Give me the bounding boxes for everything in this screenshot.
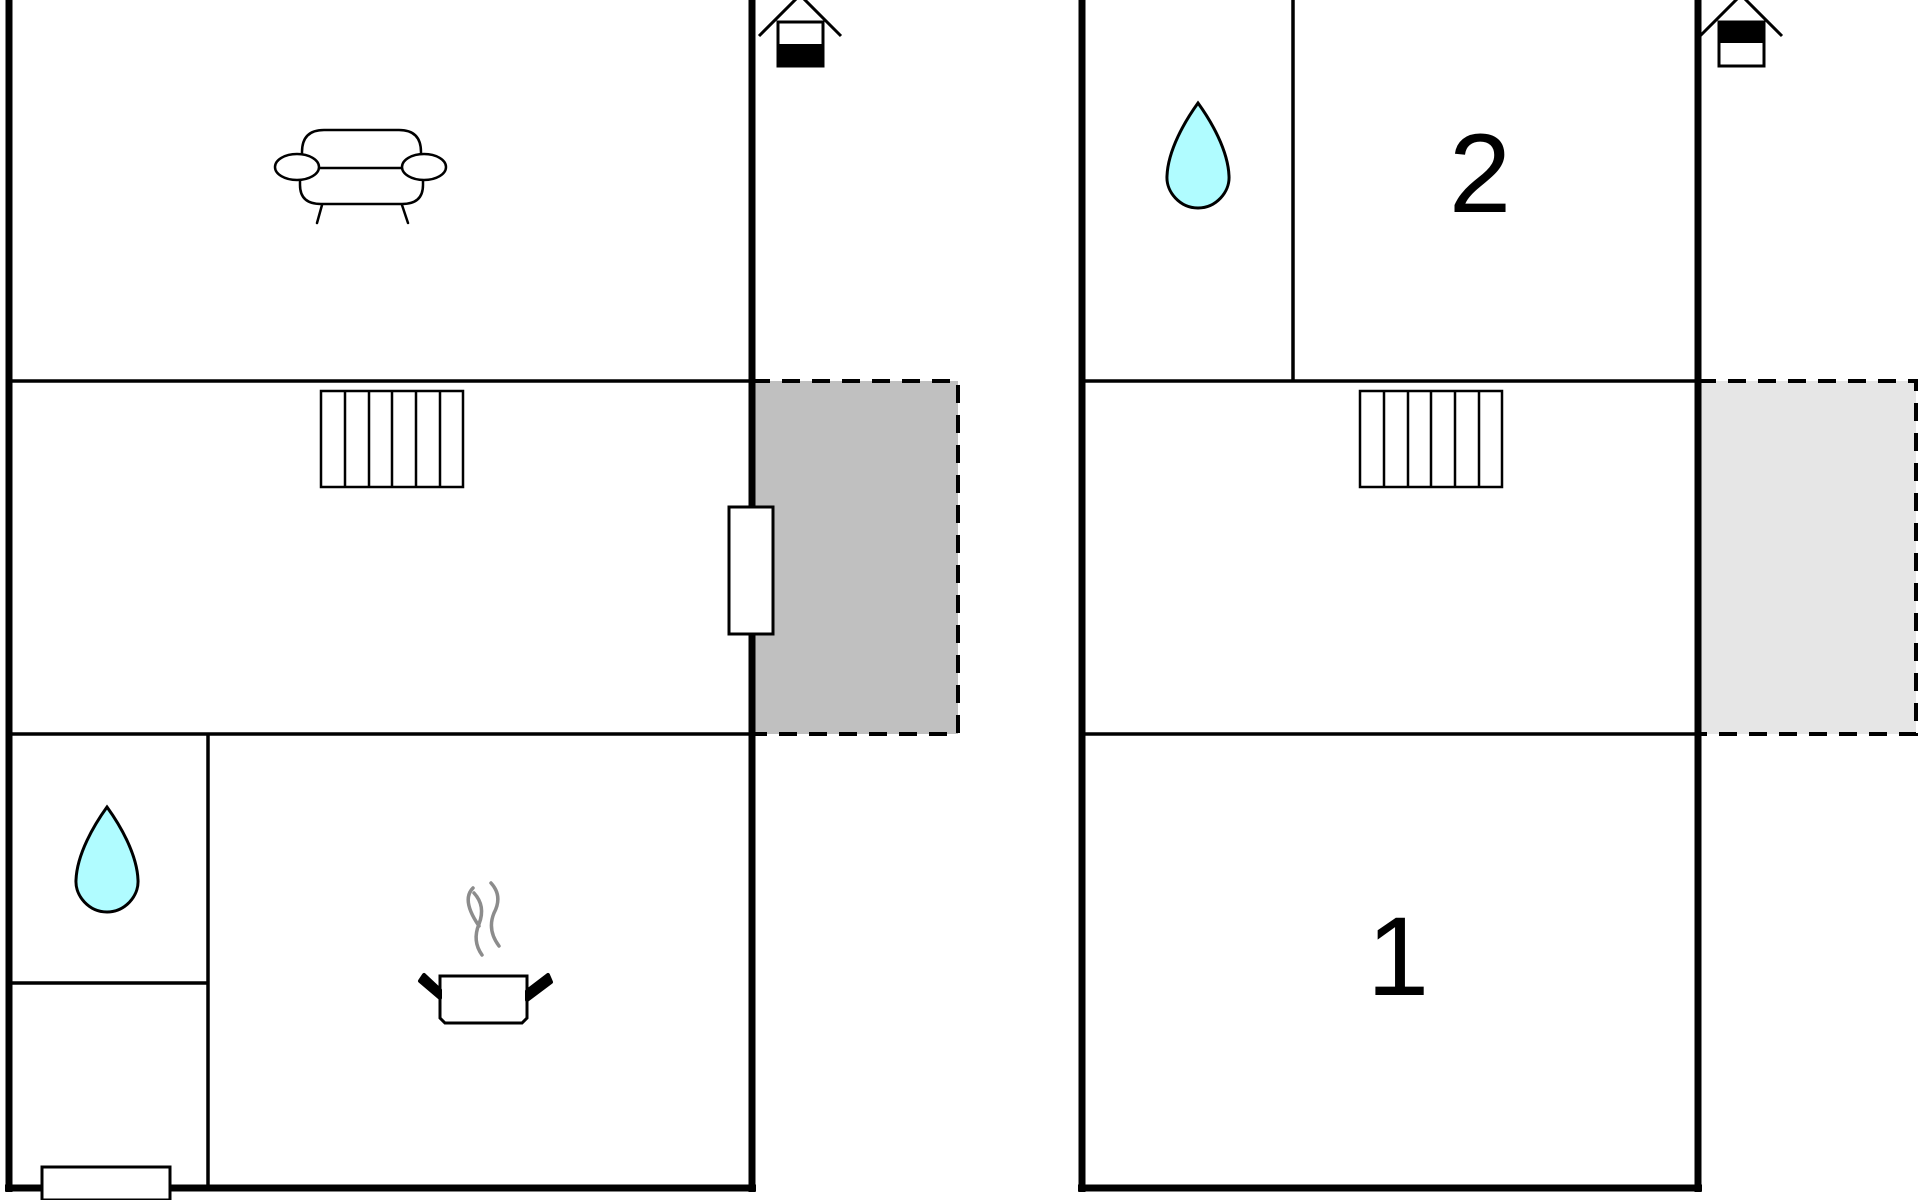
upper-floor-interior-walls: [1082, 0, 1698, 736]
water-drop-icon: [74, 804, 140, 914]
upper-floor-walls: [1078, 0, 1702, 1192]
chimney-house-icon: [757, 0, 843, 68]
terrace-door: [727, 505, 775, 636]
terrace-upper-floor: [1696, 379, 1918, 736]
radiator-icon: [1358, 389, 1504, 489]
bedroom-1-label: 1: [1367, 894, 1429, 1019]
ground-floor: [5, 0, 960, 1200]
upper-floor: 2 1: [1078, 0, 1918, 1192]
ground-floor-interior-walls: [9, 379, 752, 1188]
entrance-door: [40, 1165, 172, 1200]
water-drop-icon: [1165, 100, 1231, 210]
chimney-house-icon: [1698, 0, 1784, 68]
bedroom-2-label: 2: [1449, 111, 1511, 236]
cooking-pot-icon: [418, 881, 553, 1025]
radiator-icon: [319, 389, 465, 489]
terrace-ground-floor: [750, 379, 960, 736]
sofa-icon: [273, 128, 448, 225]
